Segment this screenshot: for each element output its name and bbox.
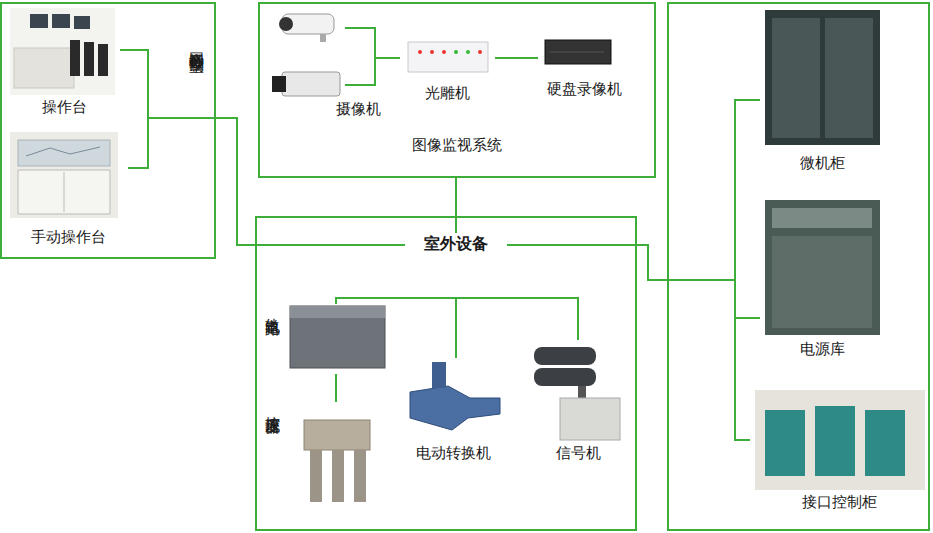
wire [455, 217, 457, 233]
connector-line [456, 298, 578, 340]
panel-track [26, 147, 100, 156]
device-label: 光雕机 [400, 84, 495, 102]
console-photo [10, 8, 115, 95]
group-box: 微机柜电源库接口控制柜 [667, 2, 930, 531]
group-box: 轨道电路控流变压器电动转换机 信号机 室外设备 [255, 216, 637, 531]
console-cabinet [18, 170, 110, 214]
device-box: 电源库 [760, 198, 885, 363]
led [418, 50, 422, 54]
connector-line [637, 245, 760, 318]
device-label: 控流变压器 [264, 404, 281, 409]
device-label: 手动操作台 [8, 228, 128, 246]
interface-cabinet [755, 390, 925, 490]
signal-lamp [534, 347, 596, 365]
connector-line [388, 57, 400, 59]
led [466, 50, 470, 54]
device-box: 电动转换机 [398, 358, 508, 466]
wire [375, 57, 388, 59]
group-box: 摄像机光雕机 硬盘录像机图像监视系统 [258, 2, 656, 178]
device-box: 轨道电路 [262, 304, 387, 374]
device-label: 接口控制柜 [750, 493, 928, 511]
device-label: 硬盘录像机 [538, 80, 630, 98]
monitor [52, 14, 70, 28]
console-desk [14, 48, 74, 88]
device-box: 接口控制柜 [750, 388, 928, 518]
connector-line [336, 298, 456, 310]
device-box: 控流变压器 [262, 402, 374, 510]
led [430, 50, 434, 54]
panel-row [772, 208, 872, 228]
dvr-body [545, 40, 611, 64]
device-box: 信号机 [528, 340, 628, 466]
camera-body [282, 72, 340, 96]
led [478, 50, 482, 54]
cabinet-door [772, 18, 820, 138]
device-box: 手动操作台 [8, 128, 128, 252]
relay-module [865, 410, 905, 476]
chair [98, 44, 108, 76]
group-title: 室外设备 [406, 235, 506, 253]
power-cabinet [765, 200, 880, 335]
dvr-slot [550, 52, 604, 53]
connector-line [455, 310, 457, 358]
device-label: 电动转换机 [398, 444, 508, 462]
camera-mount [320, 34, 326, 42]
monitor [30, 14, 48, 28]
camera-lens [279, 17, 293, 31]
camera-lens [272, 76, 286, 92]
connector-line [637, 100, 760, 280]
wire [374, 27, 376, 86]
relay-module [815, 406, 855, 476]
device-label: 电源库 [760, 340, 885, 358]
connector-line [455, 178, 457, 216]
device-label: 信号机 [528, 444, 628, 462]
transformer-leg [354, 450, 366, 502]
group-title: 网络远程控制室 [188, 40, 205, 47]
signal-base [560, 398, 620, 440]
console-panel [18, 140, 110, 166]
track-circuit-box [290, 306, 385, 368]
cabinet-door-line [64, 172, 65, 212]
microcomputer-cabinet [765, 10, 880, 145]
chair [84, 42, 94, 76]
device-box: 操作台 [8, 6, 120, 120]
wire [507, 244, 636, 246]
panel-row [772, 236, 872, 328]
group-title: 图像监视系统 [258, 136, 656, 154]
device-box: 光雕机 [400, 38, 495, 106]
transformer-leg [310, 450, 322, 502]
device-box: 硬盘录像机 [538, 34, 630, 102]
wire [345, 84, 375, 86]
device-box: 微机柜 [760, 8, 885, 178]
device-label: 摄像机 [328, 100, 388, 118]
led [454, 50, 458, 54]
led [442, 50, 446, 54]
group-box: 操作台手动操作台 网络远程控制室 [0, 2, 216, 259]
relay-module [765, 410, 805, 476]
connector-line [335, 374, 337, 402]
cabinet-door [825, 18, 873, 138]
device-box: 摄像机 [268, 8, 388, 122]
monitor [74, 16, 90, 29]
device-label: 轨道电路 [264, 306, 281, 310]
switch-motor [432, 362, 446, 388]
connector-line [495, 57, 538, 59]
transceiver-body [408, 42, 488, 72]
transformer-leg [332, 450, 344, 502]
switch-machine [410, 386, 500, 430]
connector-line [120, 50, 255, 245]
transformer-top [304, 420, 370, 450]
signal-lamp [534, 368, 596, 386]
box-lid [290, 306, 385, 318]
wire [345, 27, 375, 29]
wire [257, 244, 405, 246]
device-label: 微机柜 [760, 154, 885, 172]
device-label: 操作台 [8, 98, 120, 116]
connector-line [637, 245, 750, 440]
connector-line [128, 118, 255, 245]
chair [70, 40, 80, 76]
manual-console-photo [10, 132, 118, 218]
